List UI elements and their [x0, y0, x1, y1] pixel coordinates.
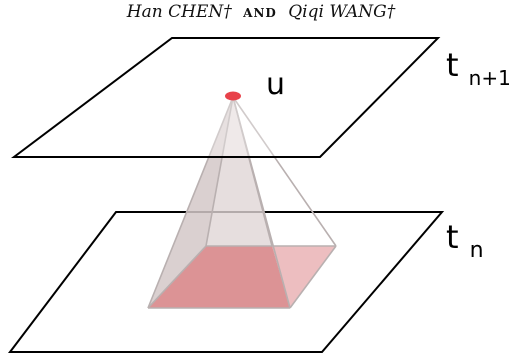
author-line: Han CHEN† and Qiqi WANG† — [0, 2, 522, 22]
author-conjunction: and — [243, 2, 277, 22]
lower-plane-label-subscript: n — [470, 238, 484, 263]
lower-plane — [7, 211, 445, 353]
author-name-1: Han CHEN† — [126, 2, 232, 22]
pyramid-face-front — [148, 97, 290, 308]
upper-plane-label-subscript: n+1 — [469, 66, 511, 90]
lower-plane-label-base: t — [446, 218, 459, 256]
pyramid-face-right — [233, 97, 336, 308]
upper-plane-label: t n+1 — [446, 46, 511, 90]
author-name-2: Qiqi WANG† — [288, 2, 396, 22]
apex-label: u — [266, 67, 285, 102]
upper-plane-label-base: t — [446, 46, 459, 84]
pyramid-edges — [147, 96, 337, 309]
lower-plane-label: t n — [446, 218, 484, 263]
apex-point — [225, 91, 241, 101]
